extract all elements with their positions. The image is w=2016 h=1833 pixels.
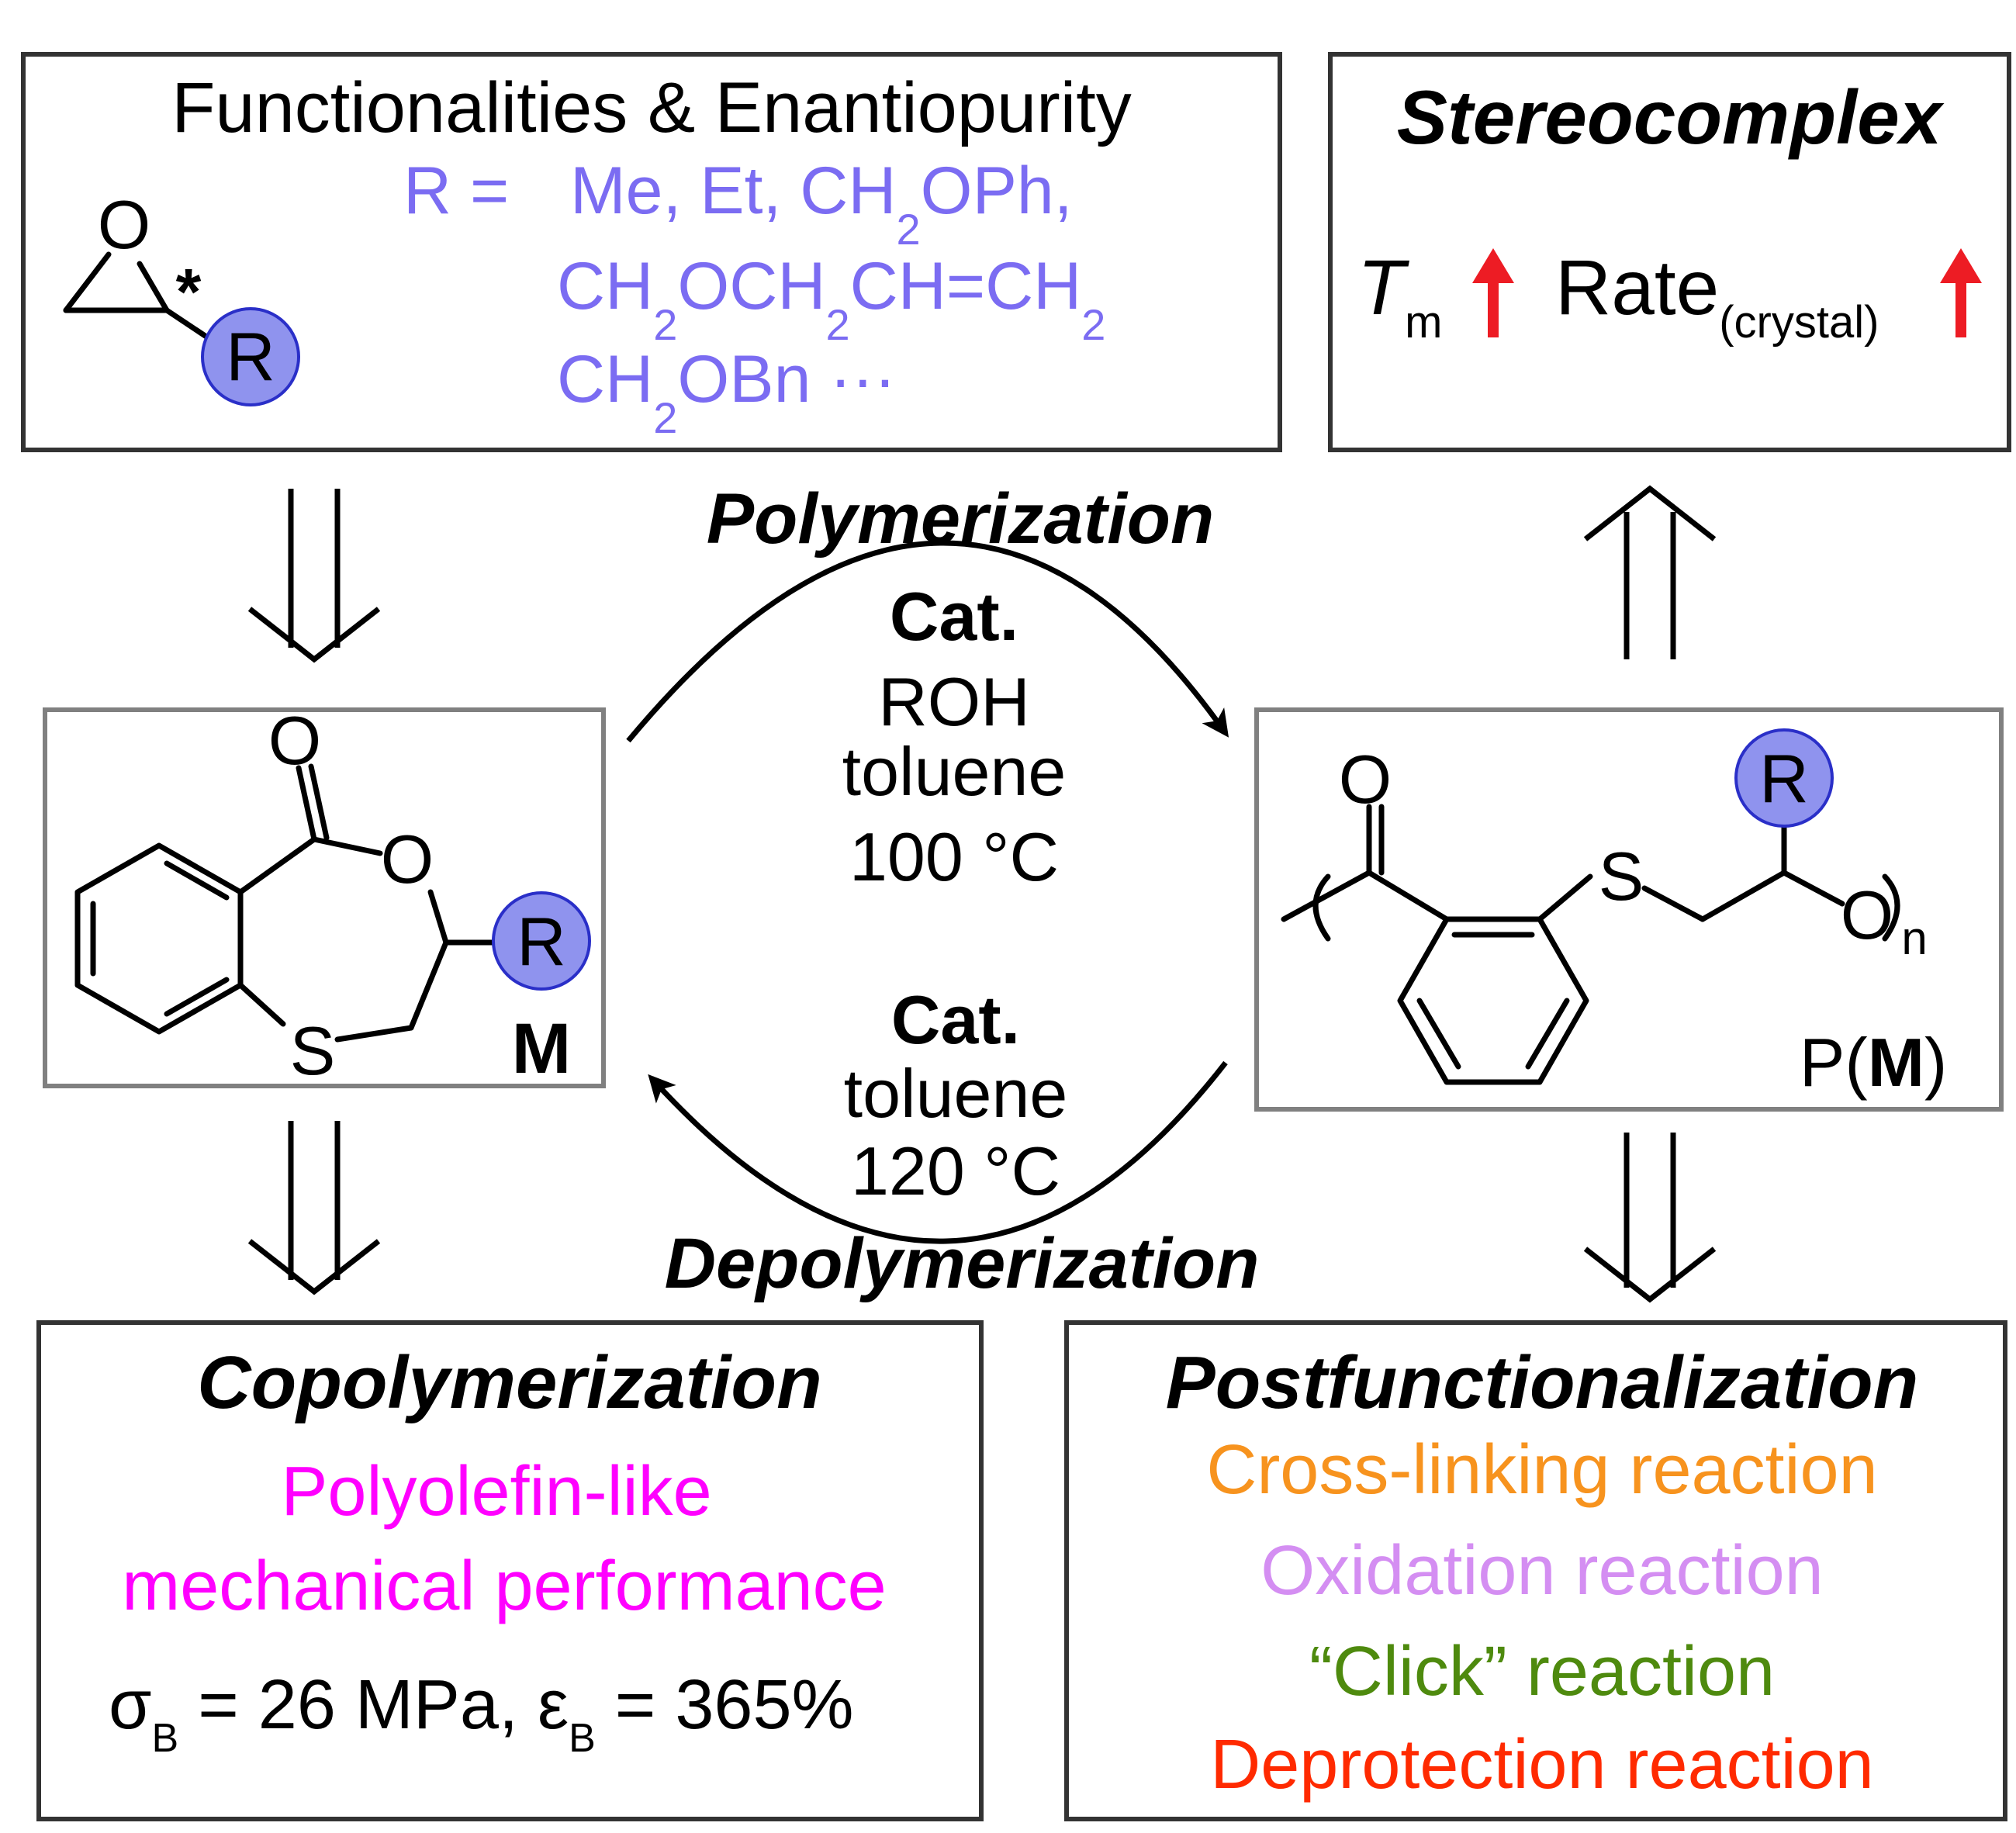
- forward-cat: Cat.: [890, 578, 1018, 655]
- rate-up-arrow: [1940, 248, 1982, 337]
- depolymerization-label: Depolymerization: [665, 1224, 1260, 1303]
- r-equals: R =: [403, 154, 527, 228]
- stereocomplex-title: Stereocomplex: [1397, 74, 1945, 160]
- monomer-carbonyl-o: O: [268, 702, 321, 779]
- stereocenter-star: *: [176, 255, 202, 328]
- polymer-carbonyl-o: O: [1339, 741, 1392, 818]
- monomer-box: O O S R M: [43, 702, 606, 1089]
- line3-b: OBn ···: [677, 342, 896, 417]
- forward-temp: 100 °C: [849, 818, 1059, 895]
- svg-text:CH2OCH2CH=CH2: CH2OCH2CH=CH2: [557, 249, 1105, 349]
- polymer-chain-o: O: [1841, 877, 1893, 953]
- line2-sub1: 2: [653, 300, 677, 349]
- mechanical-values: σB = 26 MPa, εB = 365%: [109, 1666, 854, 1761]
- performance-line2: mechanical performance: [122, 1548, 886, 1625]
- polymer-r-ball: [1734, 728, 1834, 828]
- forward-roh: ROH: [878, 663, 1030, 740]
- polymerization-arc: [626, 540, 1229, 743]
- monomer-ring-o: O: [381, 821, 434, 897]
- line2-sub3: 2: [1081, 300, 1105, 349]
- tm-up-arrow: [1472, 248, 1514, 337]
- r-group-ball: [201, 307, 300, 406]
- r-substituent-list: R = Me, Et, CH2OPh, CH2OCH2CH=CH2 CH2OBn…: [403, 154, 1105, 442]
- line1-a: Me, Et, CH: [570, 154, 897, 228]
- double-arrow-down-left-top: [247, 489, 381, 663]
- line2-sub2: 2: [825, 300, 849, 349]
- double-arrow-down-right: [1583, 1133, 1717, 1303]
- line1-sub: 2: [897, 205, 921, 254]
- postfunctionalization-box: Postfunctionalization Cross-linking reac…: [1064, 1320, 2007, 1821]
- polymer-box: O S R O n P(M): [1254, 707, 2004, 1112]
- monomer-r-ball: [492, 891, 591, 991]
- r-group-label: R: [226, 318, 275, 395]
- tm-label: Tm: [1357, 244, 1442, 348]
- forward-conditions: Cat. ROH toluene 100 °C: [842, 578, 1067, 895]
- line2-b: OCH: [677, 249, 825, 323]
- svg-text:CH2OBn ···: CH2OBn ···: [557, 342, 896, 442]
- postfunctionalization-title: Postfunctionalization: [1166, 1341, 1919, 1424]
- forward-solvent: toluene: [842, 733, 1067, 810]
- reaction-crosslinking: Cross-linking reaction: [1206, 1431, 1877, 1509]
- polymer-r: R: [1759, 740, 1809, 817]
- line1-b: OPh,: [921, 154, 1073, 228]
- depolymerization-arc: [648, 1060, 1228, 1244]
- polymer-s: S: [1599, 838, 1644, 915]
- epoxide-structure: O * R: [63, 186, 300, 406]
- copolymerization-title: Copolymerization: [197, 1341, 821, 1424]
- performance-line1: Polyolefin-like: [281, 1453, 711, 1530]
- polymer-n: n: [1901, 912, 1927, 964]
- monomer-r: R: [517, 903, 566, 980]
- reverse-solvent: toluene: [844, 1055, 1068, 1132]
- svg-text:R = Me, Et, CH2OPh,: R = Me, Et, CH2OPh,: [403, 154, 1073, 254]
- reaction-click: “Click” reaction: [1309, 1633, 1775, 1710]
- line2-a: CH: [557, 249, 653, 323]
- stereocomplex-box: Stereocomplex Tm Rate(crystal): [1328, 52, 2011, 452]
- reverse-temp: 120 °C: [851, 1133, 1060, 1209]
- reverse-cat: Cat.: [891, 981, 1020, 1058]
- epoxide-oxygen: O: [98, 186, 150, 263]
- functionalities-title: Functionalities & Enantiopurity: [171, 68, 1132, 147]
- reaction-deprotection: Deprotection reaction: [1210, 1726, 1873, 1804]
- double-arrow-down-left-bottom: [247, 1121, 381, 1295]
- line3-a: CH: [557, 342, 653, 417]
- double-arrow-up-right: [1583, 485, 1717, 659]
- polymerization-label: Polymerization: [707, 479, 1214, 559]
- monomer-s: S: [290, 1012, 336, 1089]
- functionalities-box: Functionalities & Enantiopurity O * R R …: [21, 52, 1282, 452]
- line2-c: CH=CH: [850, 249, 1082, 323]
- rate-label: Rate(crystal): [1555, 244, 1879, 348]
- monomer-label: M: [512, 1009, 572, 1088]
- reverse-conditions: Cat. toluene 120 °C: [844, 981, 1068, 1209]
- line3-sub: 2: [653, 393, 677, 442]
- polymer-label: P(M): [1800, 1024, 1948, 1101]
- reaction-oxidation: Oxidation reaction: [1260, 1532, 1823, 1610]
- copolymerization-box: Copolymerization Polyolefin-like mechani…: [36, 1320, 984, 1821]
